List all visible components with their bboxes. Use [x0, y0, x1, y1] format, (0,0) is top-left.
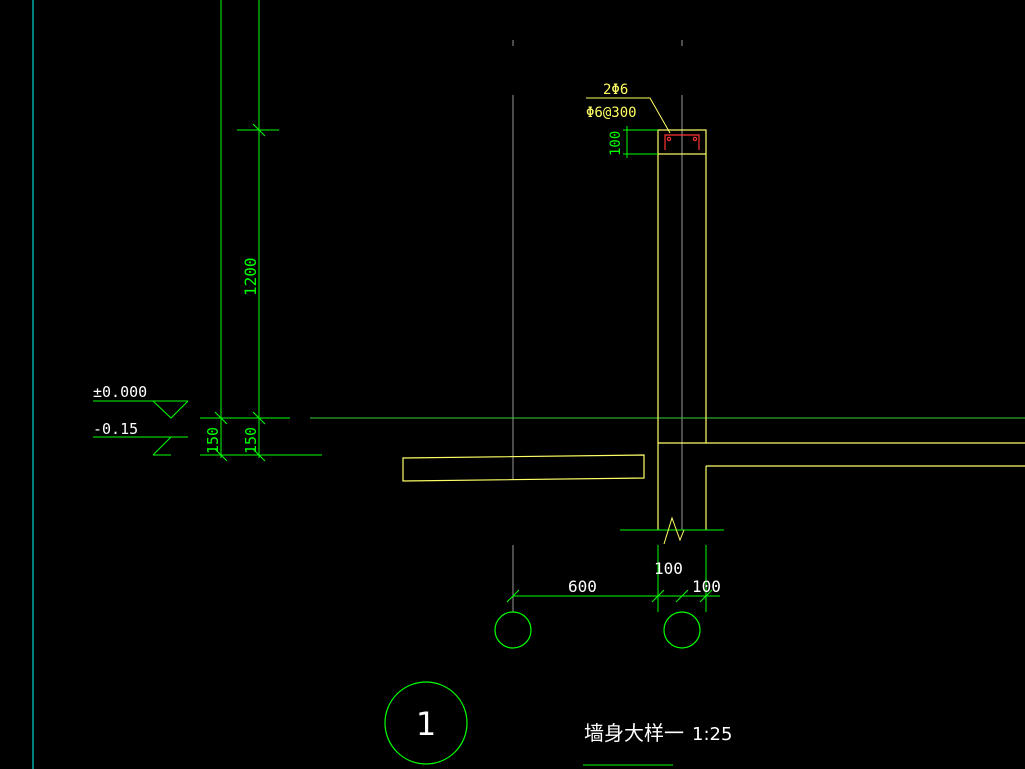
ground-elevation-label: ±0.000 [93, 383, 147, 401]
dimension-150-left-label: 150 [204, 427, 222, 454]
elevation-markers [93, 400, 189, 456]
lower-elevation-label: -0.15 [93, 420, 138, 438]
drawing-title: 墙身大样一 [584, 721, 684, 745]
top-bars-label: 2Φ6 [603, 82, 628, 98]
break-line [620, 516, 724, 545]
stirrups-label: Φ6@300 [586, 105, 637, 121]
detail-number-label: 1 [416, 705, 436, 743]
horizontal-dimension-lines [506, 545, 720, 612]
left-slab-outline [402, 454, 645, 482]
dimension-100-upper-label: 100 [654, 559, 683, 578]
detail-number-circle [384, 681, 468, 765]
cap-rebar [664, 134, 700, 150]
vertical-dimension-lines [200, 0, 322, 462]
cap-height-label: 100 [608, 131, 624, 156]
dimension-150-right-label: 150 [242, 427, 260, 454]
cap-beam-outline [657, 129, 707, 155]
dimension-1200-label: 1200 [241, 257, 260, 296]
wall-outline [402, 129, 1025, 530]
drawing-scale: 1:25 [692, 724, 732, 745]
grid-axis-lines [512, 40, 683, 612]
dimension-100-lower-label: 100 [692, 577, 721, 596]
rebar-leader-line [586, 97, 671, 134]
cap-height-dimension [623, 126, 658, 158]
dimension-600-label: 600 [568, 577, 597, 596]
axis-bubble-right [663, 611, 701, 649]
axis-bubble-left [494, 611, 532, 649]
